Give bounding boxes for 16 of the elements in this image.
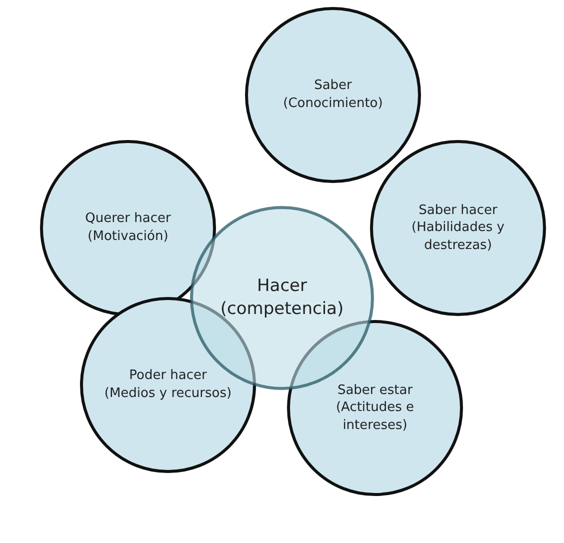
circle-node bbox=[40, 140, 216, 316]
circle-title: Saber bbox=[314, 77, 352, 95]
circle-subtitle: (Motivación) bbox=[88, 228, 168, 246]
circle-subtitle: (Habilidades y destrezas) bbox=[410, 219, 506, 254]
circle-title: Saber estar bbox=[337, 382, 413, 400]
circle-node bbox=[370, 140, 546, 316]
circle-subtitle: (Medios y recursos) bbox=[104, 385, 232, 403]
circle-subtitle: (Conocimiento) bbox=[283, 95, 383, 113]
circle-title: Querer hacer bbox=[85, 210, 171, 228]
circle-subtitle: (Actitudes e intereses) bbox=[334, 399, 416, 434]
circle-node bbox=[287, 320, 463, 496]
circle-node bbox=[245, 7, 421, 183]
circle-title: Poder hacer bbox=[129, 367, 207, 385]
circle-title: Hacer bbox=[257, 275, 307, 298]
circle-subtitle: (competencia) bbox=[220, 298, 344, 321]
circle-title: Saber hacer bbox=[418, 202, 498, 220]
